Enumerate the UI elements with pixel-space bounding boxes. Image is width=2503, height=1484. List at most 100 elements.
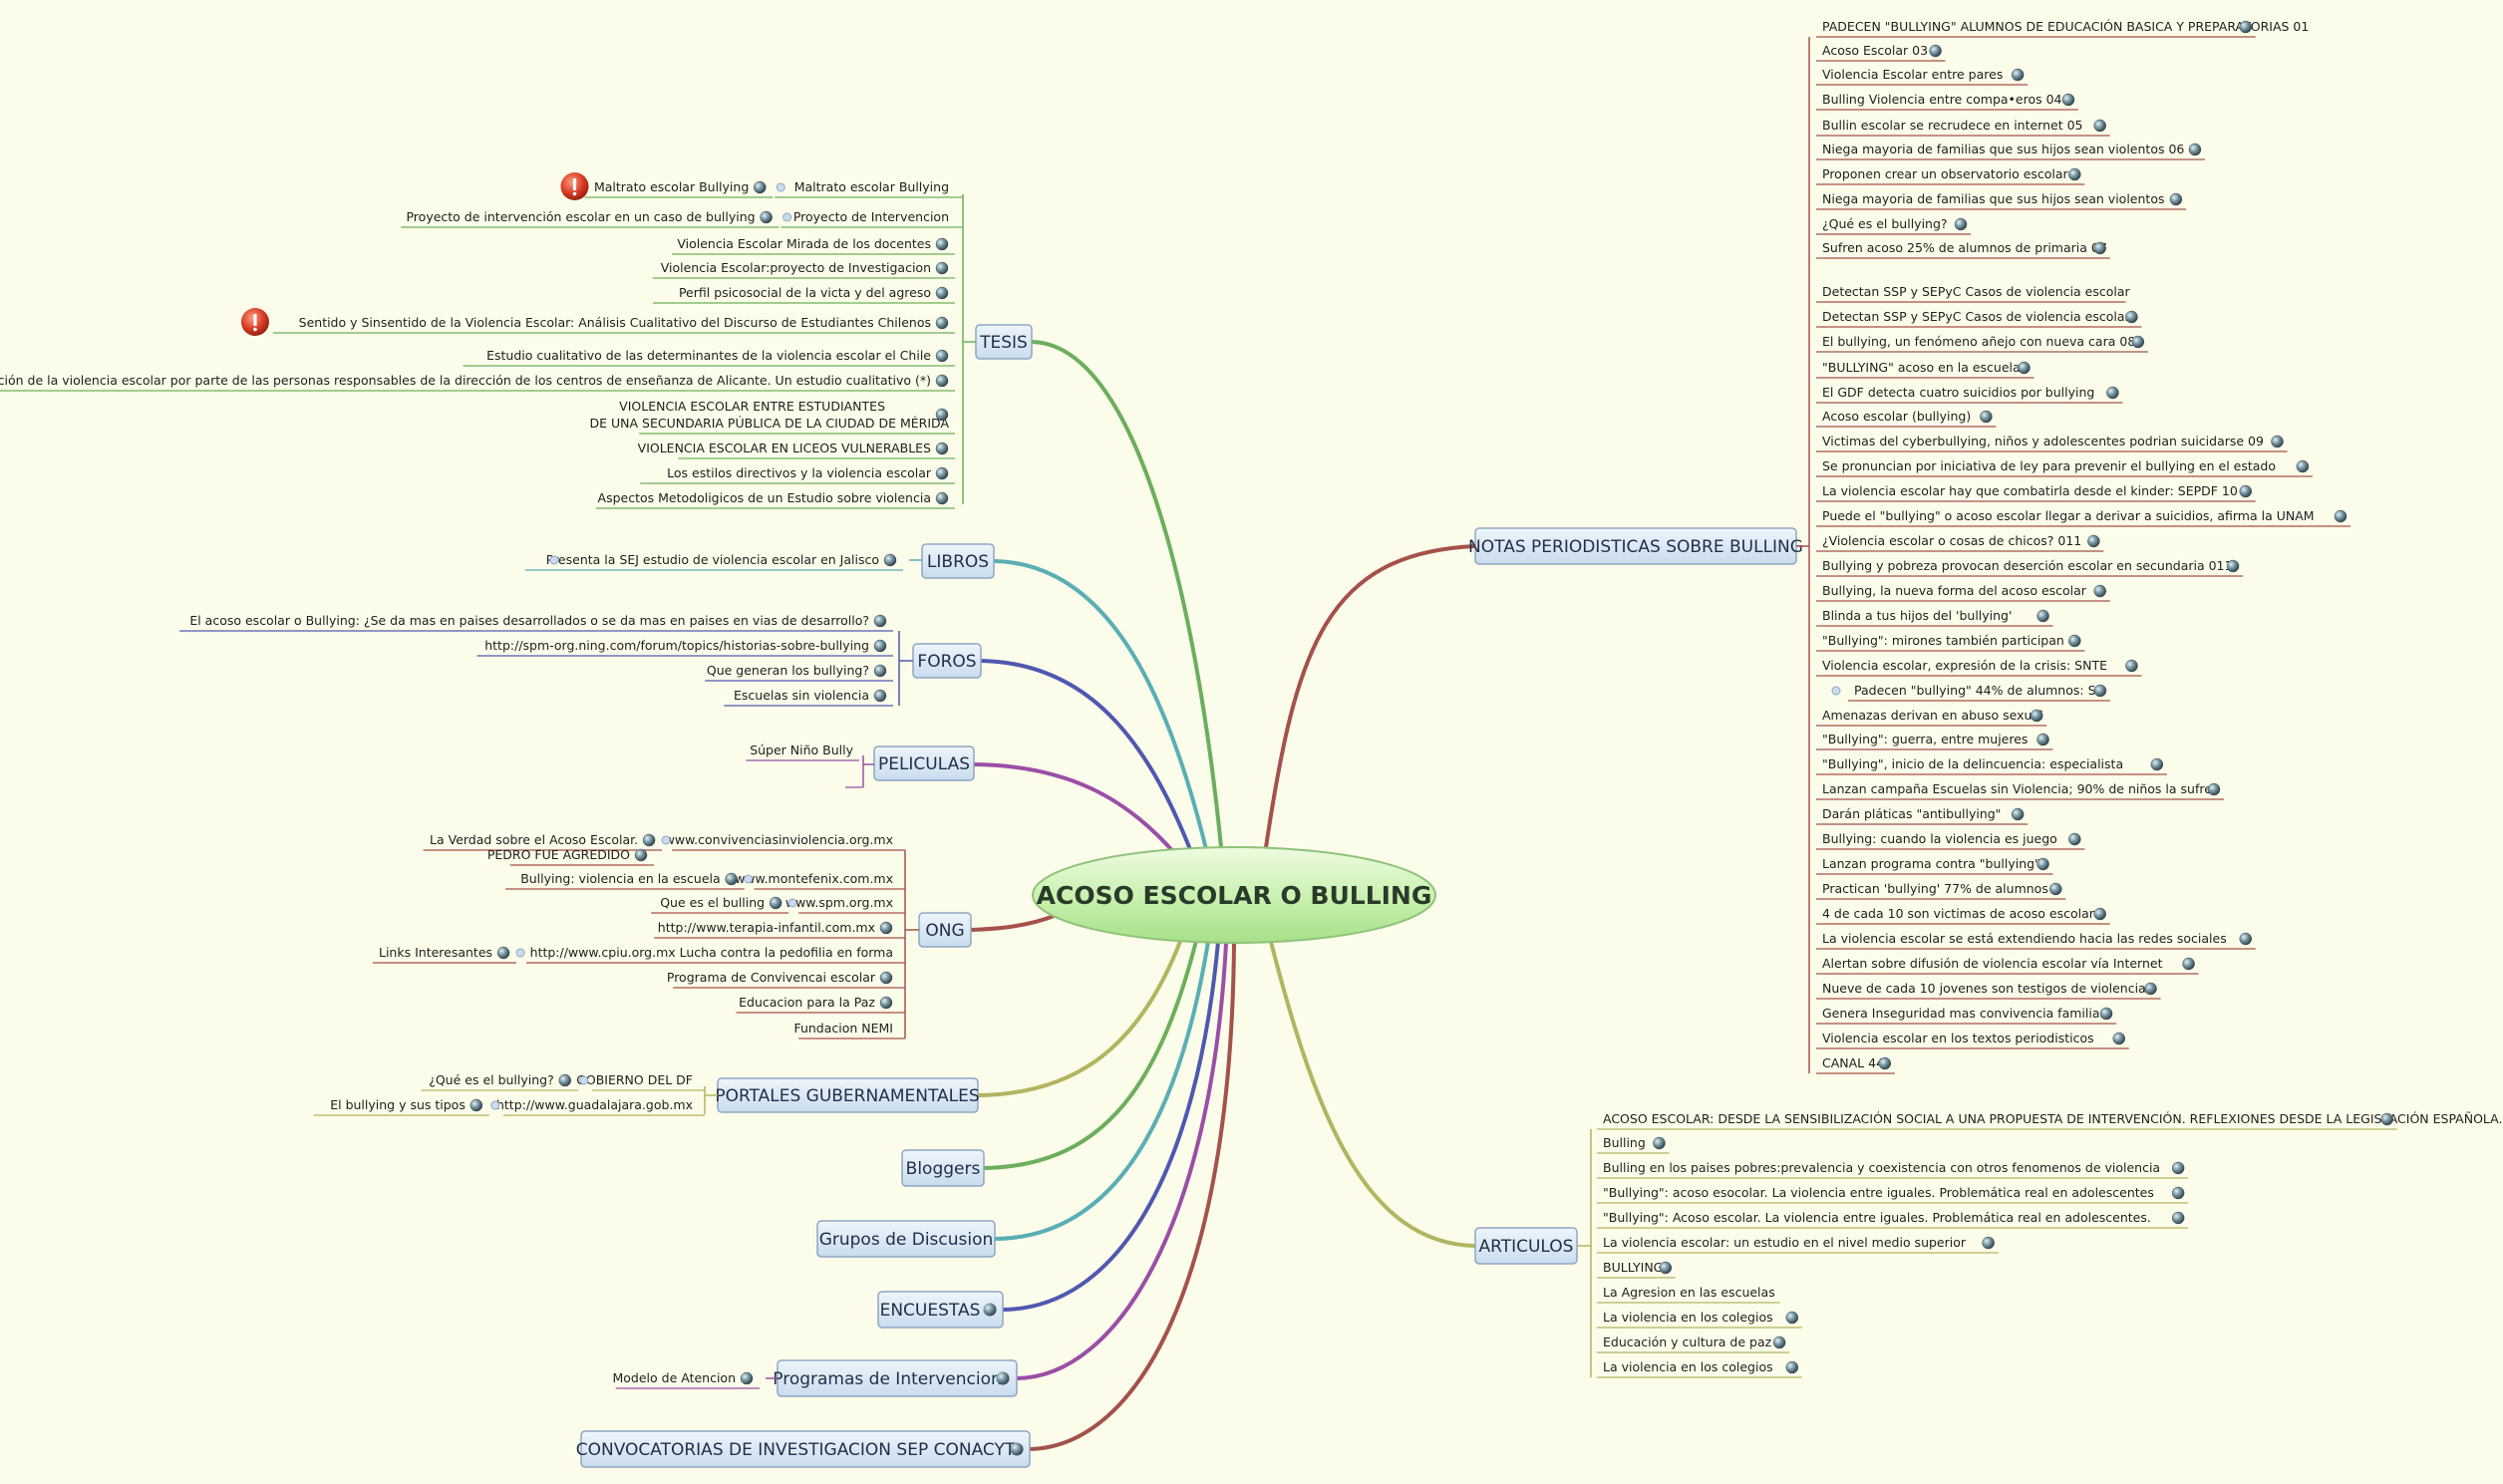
globe-icon[interactable] (879, 971, 893, 985)
list-item[interactable]: Aspectos Metodoligicos de un Estudio sob… (595, 490, 955, 509)
list-item[interactable]: Violencia escolar, expresión de la crisi… (1816, 658, 2142, 677)
topic-bloggers[interactable]: Bloggers (901, 1149, 985, 1187)
globe-icon[interactable] (754, 180, 767, 194)
globe-icon[interactable] (2296, 459, 2310, 473)
globe-icon[interactable] (935, 442, 949, 455)
globe-icon[interactable] (2131, 335, 2145, 349)
list-item[interactable]: Proyecto de Intervencion (781, 209, 963, 228)
globe-icon[interactable] (1929, 44, 1942, 58)
globe-icon[interactable] (2061, 93, 2075, 107)
globe-icon[interactable] (1878, 1056, 1892, 1070)
list-item[interactable]: El bullying y sus tipos (313, 1097, 489, 1116)
globe-icon[interactable] (983, 1303, 997, 1317)
globe-icon[interactable] (558, 1073, 571, 1087)
list-item[interactable]: Bulling en los paises pobres:prevalencia… (1597, 1160, 2189, 1179)
list-item[interactable]: El acoso escolar o Bullying: ¿Se da mas … (179, 613, 893, 632)
topic-libros[interactable]: LIBROS (921, 543, 995, 579)
list-item[interactable]: Bullying y pobreza provocan deserción es… (1816, 558, 2244, 577)
list-item[interactable]: Bullying: cuando la violencia es juego (1816, 831, 2085, 850)
globe-icon[interactable] (2099, 1007, 2113, 1021)
globe-icon[interactable] (496, 946, 510, 960)
collapse-dot[interactable] (661, 835, 671, 845)
collapse-dot[interactable] (744, 874, 754, 884)
collapse-dot[interactable] (1831, 686, 1841, 696)
globe-icon[interactable] (1980, 410, 1993, 424)
globe-icon[interactable] (2093, 119, 2106, 133)
list-item[interactable]: La violencia escolar hay que combatirla … (1816, 483, 2256, 502)
collapse-dot[interactable] (787, 898, 797, 908)
globe-icon[interactable] (2036, 857, 2049, 871)
list-item[interactable]: VIOLENCIA ESCOLAR EN LICEOS VULNERABLES (638, 441, 955, 459)
globe-icon[interactable] (1772, 1336, 1786, 1349)
list-item[interactable]: Genera Inseguridad mas convivencia famil… (1816, 1006, 2117, 1025)
topic-peliculas[interactable]: PELICULAS (873, 745, 975, 781)
list-item[interactable]: http://www.cpiu.org.mx Lucha contra la p… (526, 945, 905, 964)
globe-icon[interactable] (2271, 435, 2284, 448)
globe-icon[interactable] (1982, 1236, 1995, 1250)
globe-icon[interactable] (2125, 310, 2138, 324)
list-item[interactable]: 4 de cada 10 son victimas de acoso escol… (1816, 906, 2110, 925)
list-item[interactable]: "BULLYING" acoso en la escuela (1816, 360, 2034, 379)
list-item[interactable]: La Verdad sobre el Acoso Escolar. (423, 832, 663, 851)
globe-icon[interactable] (2226, 559, 2240, 573)
globe-icon[interactable] (1010, 1442, 1024, 1456)
topic-grupos-de-discusion[interactable]: Grupos de Discusion (816, 1220, 996, 1258)
alert-icon[interactable] (240, 308, 269, 336)
list-item[interactable]: PADECEN "BULLYING" ALUMNOS DE EDUCACIÓN … (1816, 19, 2309, 38)
list-item[interactable]: Violencia Escolar:proyecto de Investigac… (652, 260, 955, 279)
globe-icon[interactable] (469, 1098, 483, 1112)
globe-icon[interactable] (2093, 684, 2107, 698)
list-item[interactable]: El GDF detecta cuatro suicidios por bull… (1816, 385, 2123, 404)
list-item[interactable]: La Agresion en las escuelas (1597, 1285, 1780, 1304)
list-item[interactable]: VIOLENCIA ESCOLAR ENTRE ESTUDIANTES (619, 399, 885, 414)
list-item[interactable]: Maltrato escolar Bullying (775, 179, 963, 198)
list-item[interactable]: La violencia en los colegios (1597, 1359, 1802, 1378)
topic-articulos[interactable]: ARTICULOS (1474, 1227, 1578, 1265)
list-item[interactable]: "Bullying": Acoso escolar. La violencia … (1597, 1210, 2189, 1229)
topic-programas-de-intervencion[interactable]: Programas de Intervencion (773, 1359, 1018, 1397)
globe-icon[interactable] (760, 210, 773, 224)
globe-icon[interactable] (1659, 1261, 1673, 1275)
list-item[interactable]: Bulling Violencia entre compa•eros 04 (1816, 92, 2078, 111)
globe-icon[interactable] (873, 614, 887, 628)
list-item[interactable]: Súper Niño Bully (746, 742, 859, 761)
topic-encuestas[interactable]: ENCUESTAS (877, 1291, 1004, 1329)
globe-icon[interactable] (2188, 143, 2202, 156)
globe-icon[interactable] (935, 237, 949, 251)
globe-icon[interactable] (2182, 957, 2195, 971)
list-item[interactable]: Bulling (1597, 1135, 1670, 1154)
globe-icon[interactable] (873, 689, 887, 703)
globe-icon[interactable] (935, 491, 949, 505)
topic-notas-periodisticas[interactable]: NOTAS PERIODISTICAS SOBRE BULLING (1468, 527, 1803, 565)
globe-icon[interactable] (2068, 832, 2081, 846)
globe-icon[interactable] (1954, 217, 1968, 231)
list-item[interactable]: Perfil psicosocial de la victa y del agr… (652, 285, 955, 304)
globe-icon[interactable] (2171, 1186, 2185, 1200)
globe-icon[interactable] (2049, 882, 2062, 896)
list-item[interactable]: Practican 'bullying' 77% de alumnos (1816, 881, 2066, 900)
globe-icon[interactable] (2093, 584, 2106, 598)
list-item[interactable]: PEDRO FUE AGREDIDO (487, 847, 654, 866)
list-item[interactable]: Violencia Escolar entre pares (1816, 67, 2029, 86)
list-item[interactable]: Sentido y Sinsentido de la Violencia Esc… (272, 315, 955, 334)
globe-icon[interactable] (2011, 807, 2025, 821)
list-item[interactable]: Presenta la SEJ estudio de violencia esc… (524, 552, 903, 571)
list-item[interactable]: Violencia Escolar Mirada de los docentes (672, 236, 955, 255)
globe-icon[interactable] (935, 374, 949, 388)
list-item[interactable]: Los estilos directivos y la violencia es… (640, 465, 955, 484)
globe-icon[interactable] (725, 872, 738, 886)
list-item[interactable]: ACOSO ESCOLAR: DESDE LA SENSIBILIZACIÓN … (1597, 1111, 2502, 1130)
list-item[interactable]: Lanzan campaña Escuelas sin Violencia; 9… (1816, 781, 2224, 800)
list-item[interactable]: www.convivenciasinviolencia.org.mx (665, 832, 905, 851)
list-item[interactable]: DE UNA SECUNDARIA PÚBLICA DE LA CIUDAD D… (590, 416, 956, 435)
list-item[interactable]: Darán pláticas "antibullying" (1816, 806, 2029, 825)
list-item[interactable]: Links Interesantes (372, 945, 517, 964)
list-item[interactable]: Educacion para la Paz (736, 995, 905, 1014)
globe-icon[interactable] (2087, 534, 2100, 548)
globe-icon[interactable] (935, 261, 949, 275)
globe-icon[interactable] (2112, 1032, 2125, 1045)
list-item[interactable]: Proponen crear un observatorio escolar (1816, 166, 2085, 185)
globe-icon[interactable] (1653, 1136, 1666, 1150)
list-item[interactable]: www.spm.org.mx (785, 895, 905, 914)
globe-icon[interactable] (2144, 982, 2157, 996)
